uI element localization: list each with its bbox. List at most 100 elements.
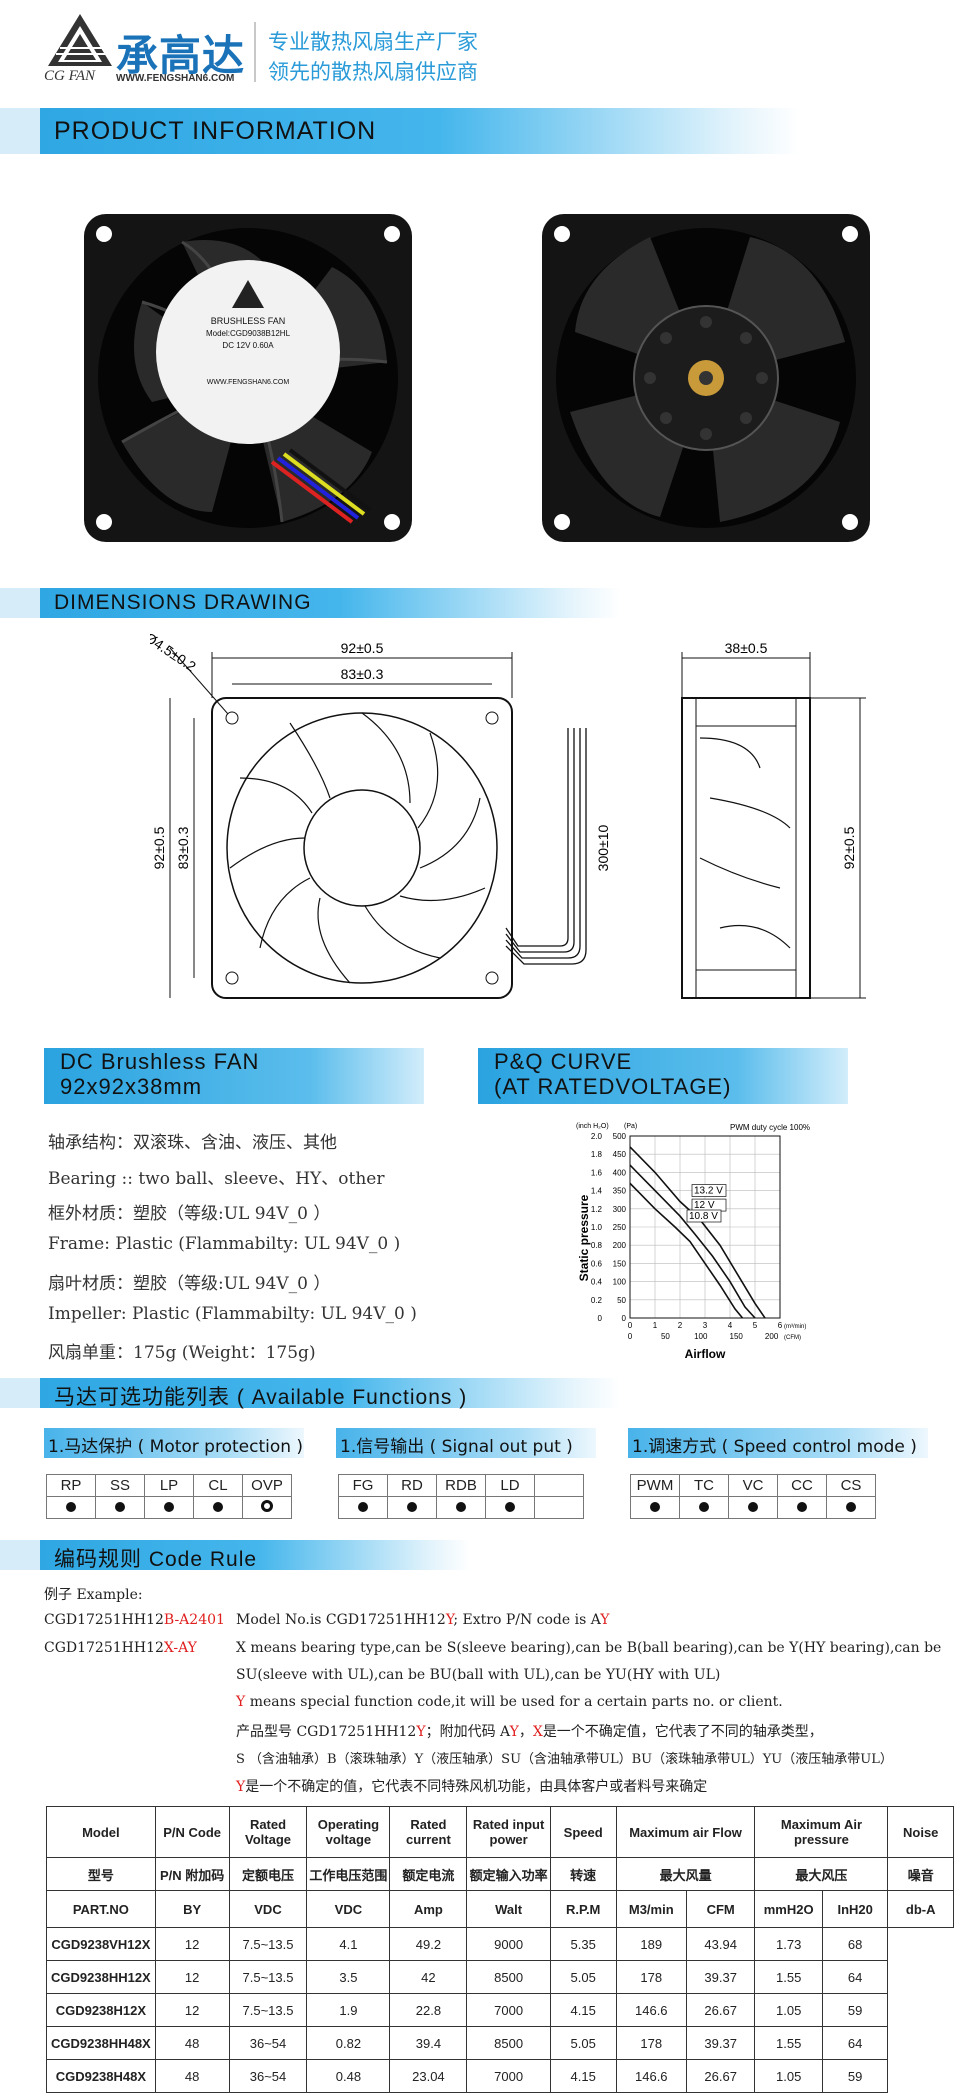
fn-availability-cell: [728, 1496, 778, 1519]
filled-dot-icon: [846, 1502, 856, 1512]
pq-x-tick-m3: 4: [728, 1321, 733, 1330]
fn-availability-cell: [777, 1496, 827, 1519]
fn-group-2-label-text: 1.信号输出 ( Signal out put ): [340, 1437, 573, 1457]
fn-col-header: RDB: [436, 1474, 486, 1497]
filled-dot-icon: [456, 1502, 466, 1512]
pq-y-label: Static pressure: [577, 1194, 591, 1281]
spec-line-6: Impeller: Plastic (Flammabilty: UL 94V_0…: [48, 1304, 417, 1324]
fn-availability-cell: [387, 1496, 437, 1519]
fn-availability-cell: [436, 1496, 486, 1519]
pq-y-tick-pa: 450: [613, 1150, 627, 1159]
fan-label-line3: DC 12V 0.60A: [222, 341, 274, 350]
table-cell: 9000: [466, 1927, 551, 1961]
table-header-en: Maximum Air pressure: [754, 1806, 889, 1858]
table-cell: 12: [154, 1960, 230, 1994]
table-header-unit: M3/min: [615, 1890, 687, 1928]
fn-availability-cell: [46, 1496, 96, 1519]
table-header-en: Rated Voltage: [228, 1806, 308, 1858]
table-header-en: Model: [46, 1806, 156, 1858]
pq-y-tick-pa: 350: [613, 1187, 627, 1196]
pq-y-tick-pa: 250: [613, 1223, 627, 1232]
table-cell: 48: [154, 2059, 230, 2093]
pq-x-unit-cfm: (CFM): [784, 1335, 801, 1341]
filled-dot-icon: [699, 1502, 709, 1512]
fn-col-header: [534, 1474, 584, 1497]
pq-x-tick-cfm: 100: [694, 1332, 708, 1341]
table-header-cn: P/N 附加码: [154, 1857, 230, 1891]
table-header-cn: 转速: [549, 1857, 617, 1891]
pq-y-tick-inch: 0.2: [591, 1296, 603, 1305]
fan-back-photo: [542, 214, 870, 542]
slogan-line-1: 专业散热风扇生产厂家: [268, 30, 478, 54]
product-info-title: PRODUCT INFORMATION: [54, 117, 377, 145]
pn-code-cell: BY: [154, 1890, 230, 1928]
table-header-en: Noise: [887, 1806, 954, 1858]
table-cell: 5.05: [549, 2026, 617, 2060]
table-cell: 12: [154, 1927, 230, 1961]
code-rule-banner: 编码规则 Code Rule: [0, 1540, 470, 1571]
table-header-en: Maximum air Flow: [615, 1806, 756, 1858]
filled-dot-icon: [164, 1502, 174, 1512]
table-cell: 7.5~13.5: [228, 1993, 308, 2027]
fn-col-header: PWM: [630, 1474, 680, 1497]
table-cell: 8500: [466, 1960, 551, 1994]
pq-y-tick-pa: 0: [622, 1314, 627, 1323]
brand-url: WWW.FENGSHAN6.COM: [116, 73, 235, 84]
spec-line-5: 扇叶材质：塑胶（等级:UL 94V_0 ）: [48, 1274, 331, 1294]
dimensions-title: DIMENSIONS DRAWING: [54, 591, 312, 614]
pq-x-tick-m3: 0: [628, 1321, 633, 1330]
table-cell: 1.9: [306, 1993, 391, 2027]
pq-y-tick-pa: 100: [613, 1278, 627, 1287]
table-header-cn: 最大风压: [754, 1857, 889, 1891]
pq-x-tick-m3: 5: [753, 1321, 758, 1330]
pq-x-tick-m3: 3: [703, 1321, 708, 1330]
filled-dot-icon: [213, 1502, 223, 1512]
filled-dot-icon: [797, 1502, 807, 1512]
table-cell: 42: [389, 1960, 468, 1994]
slogan-line-2: 领先的散热风扇供应商: [268, 60, 478, 84]
fn-group-2-label: 1.信号输出 ( Signal out put ): [336, 1428, 596, 1458]
table-cell: 1.05: [754, 2059, 823, 2093]
pq-series-label: 10.8 V: [689, 1211, 718, 1222]
table-cell: 3.5: [306, 1960, 391, 1994]
table-header-cn: 额定电流: [389, 1857, 468, 1891]
spec-line-1: 轴承结构：双滚珠、含油、液压、其他: [48, 1133, 337, 1153]
table-cell: 5.35: [549, 1927, 617, 1961]
part-number-cell: CGD9238H48X: [46, 2059, 156, 2093]
fn-col-header: LP: [144, 1474, 194, 1497]
table-cell: 1.05: [754, 1993, 823, 2027]
table-header-cn: 型号: [46, 1857, 156, 1891]
fan-label-line2: Model:CGD9038B12HL: [206, 329, 291, 338]
spec-line-4: Frame: Plastic (Flammabilty: UL 94V_0 ): [48, 1234, 401, 1254]
filled-dot-icon: [505, 1502, 515, 1512]
table-header-cn: 最大风量: [615, 1857, 756, 1891]
fn-col-header: LD: [485, 1474, 535, 1497]
dim-side-height: 92±0.5: [841, 826, 857, 869]
fn-col-header: RD: [387, 1474, 437, 1497]
brand-name-cn: 承高达: [116, 31, 246, 80]
dim-hole-spacing-v: 83±0.3: [175, 826, 191, 869]
pq-curve-chart: (inch H₂O) (Pa) PWM duty cycle 100% Stat…: [576, 1123, 810, 1361]
filled-dot-icon: [66, 1502, 76, 1512]
pq-chart-title: PWM duty cycle 100%: [730, 1123, 810, 1132]
fn-availability-cell: [144, 1496, 194, 1519]
spec-line-7: 风扇单重：175g (Weight：175g): [48, 1343, 316, 1363]
fn-group-3-label: 1.调速方式 ( Speed control mode ): [628, 1428, 928, 1458]
header-divider: [254, 22, 256, 82]
fn-col-header: CC: [777, 1474, 827, 1497]
dimensions-banner: DIMENSIONS DRAWING: [0, 588, 620, 618]
functions-title: 马达可选功能列表 ( Available Functions ): [54, 1386, 468, 1409]
table-header-en: Rated current: [389, 1806, 468, 1858]
pq-series-label-box: [691, 1184, 727, 1197]
fan-label-line1: BRUSHLESS FAN: [211, 316, 286, 326]
table-cell: 39.37: [685, 2026, 756, 2060]
table-header-cn: 噪音: [887, 1857, 954, 1891]
pq-y-tick-pa: 400: [613, 1168, 627, 1177]
dim-hole-spacing-h: 83±0.3: [341, 666, 384, 682]
table-cell: 68: [821, 1927, 889, 1961]
fan-front-photo: BRUSHLESS FAN Model:CGD9038B12HL DC 12V …: [84, 214, 412, 542]
pq-box-line2: (AT RATEDVOLTAGE): [494, 1074, 732, 1099]
table-cell: 22.8: [389, 1993, 468, 2027]
